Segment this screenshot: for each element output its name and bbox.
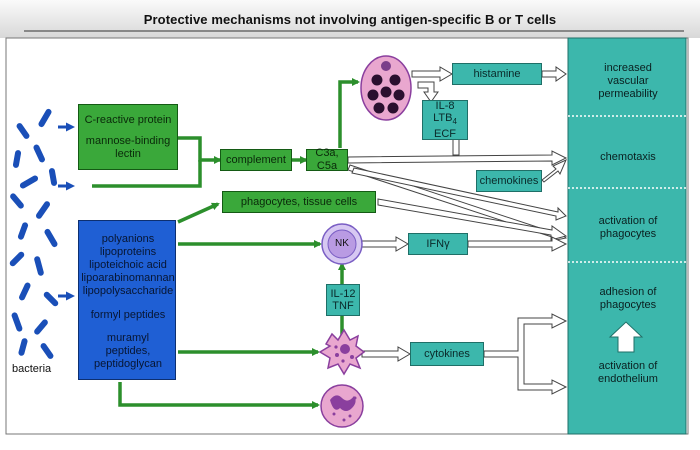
cytokines-box: cytokines — [410, 342, 484, 366]
mast-cell-icon — [360, 55, 412, 121]
c-reactive-label: C-reactive protein — [84, 113, 172, 126]
outcome-activation-endothelium: activation of endothelium — [570, 360, 686, 386]
mannose-label-1: mannose-binding — [85, 134, 171, 147]
outcome-activation-phagocytes: activation of phagocytes — [570, 215, 686, 241]
tnf-label: TNF — [332, 300, 354, 312]
white-arrows — [347, 66, 568, 395]
outcome-text: vascular — [607, 75, 649, 87]
pamp-item: muramyl — [106, 332, 150, 344]
ltb4-label: LTB4 — [433, 112, 457, 128]
il8-ltb4-ecf-box: IL-8 LTB4 ECF — [422, 100, 468, 140]
outcome-text: permeability — [598, 88, 658, 100]
pamp-item: lipoarabinomannan — [81, 272, 175, 284]
ltb-text: LTB — [433, 111, 453, 124]
outcome-vascular-permeability: increased vascular permeability — [570, 62, 686, 101]
outcome-text: phagocytes — [599, 228, 657, 240]
nk-cell-icon — [321, 223, 363, 265]
pamp-item: peptidoglycan — [94, 358, 162, 370]
il12-tnf-box: IL-12 TNF — [326, 284, 360, 316]
pamp-item: lipoproteins — [99, 246, 157, 258]
ifn-gamma-box: IFNγ — [408, 233, 468, 255]
phagocytes-box: phagocytes, tissue cells — [222, 191, 376, 213]
bacteria-arrows — [58, 122, 75, 301]
outcome-text: activation of — [598, 215, 658, 227]
title-bar-background — [0, 0, 700, 38]
il12-label: IL-12 — [330, 288, 356, 300]
outcome-panel — [567, 37, 687, 435]
pamp-item: lipoteichoic acid — [89, 259, 167, 271]
bacteria-cluster — [9, 108, 59, 359]
outcome-text: activation of — [598, 360, 658, 372]
ecf-label: ECF — [434, 128, 456, 141]
outcome-text: adhesion of — [599, 286, 657, 298]
neutrophil-icon — [320, 384, 364, 428]
pamp-item: polyanions — [101, 233, 155, 245]
diagram-title: Protective mechanisms not involving anti… — [143, 12, 557, 27]
macrophage-icon — [318, 328, 366, 376]
outcome-chemotaxis: chemotaxis — [570, 151, 686, 164]
title-bar: Protective mechanisms not involving anti… — [0, 0, 700, 38]
outcome-adhesion-phagocytes: adhesion of phagocytes — [570, 286, 686, 312]
pamp-item: formyl peptides — [90, 309, 166, 321]
outcome-text: chemotaxis — [600, 151, 656, 163]
pamp-item: peptides, — [105, 345, 151, 357]
histamine-box: histamine — [452, 63, 542, 85]
pamp-item: lipopolysaccharide — [82, 285, 174, 297]
outcome-text: phagocytes — [599, 299, 657, 311]
complement-box: complement — [220, 149, 292, 171]
nk-label: NK — [335, 238, 349, 249]
ltb-subscript: 4 — [452, 117, 457, 127]
mannose-label-2: lectin — [115, 147, 141, 160]
chemokines-box: chemokines — [476, 170, 542, 192]
outcome-text: increased — [604, 62, 652, 74]
up-arrow-icon — [608, 321, 644, 353]
outcome-text: endothelium — [598, 373, 658, 385]
il8-label: IL-8 — [435, 99, 455, 112]
bacteria-label: bacteria — [12, 363, 52, 375]
c-reactive-box: C-reactive protein mannose-binding lecti… — [78, 104, 178, 170]
pamp-box: polyanions lipoproteins lipoteichoic aci… — [78, 220, 176, 380]
c3a-c5a-box: C3a, C5a — [306, 147, 348, 172]
